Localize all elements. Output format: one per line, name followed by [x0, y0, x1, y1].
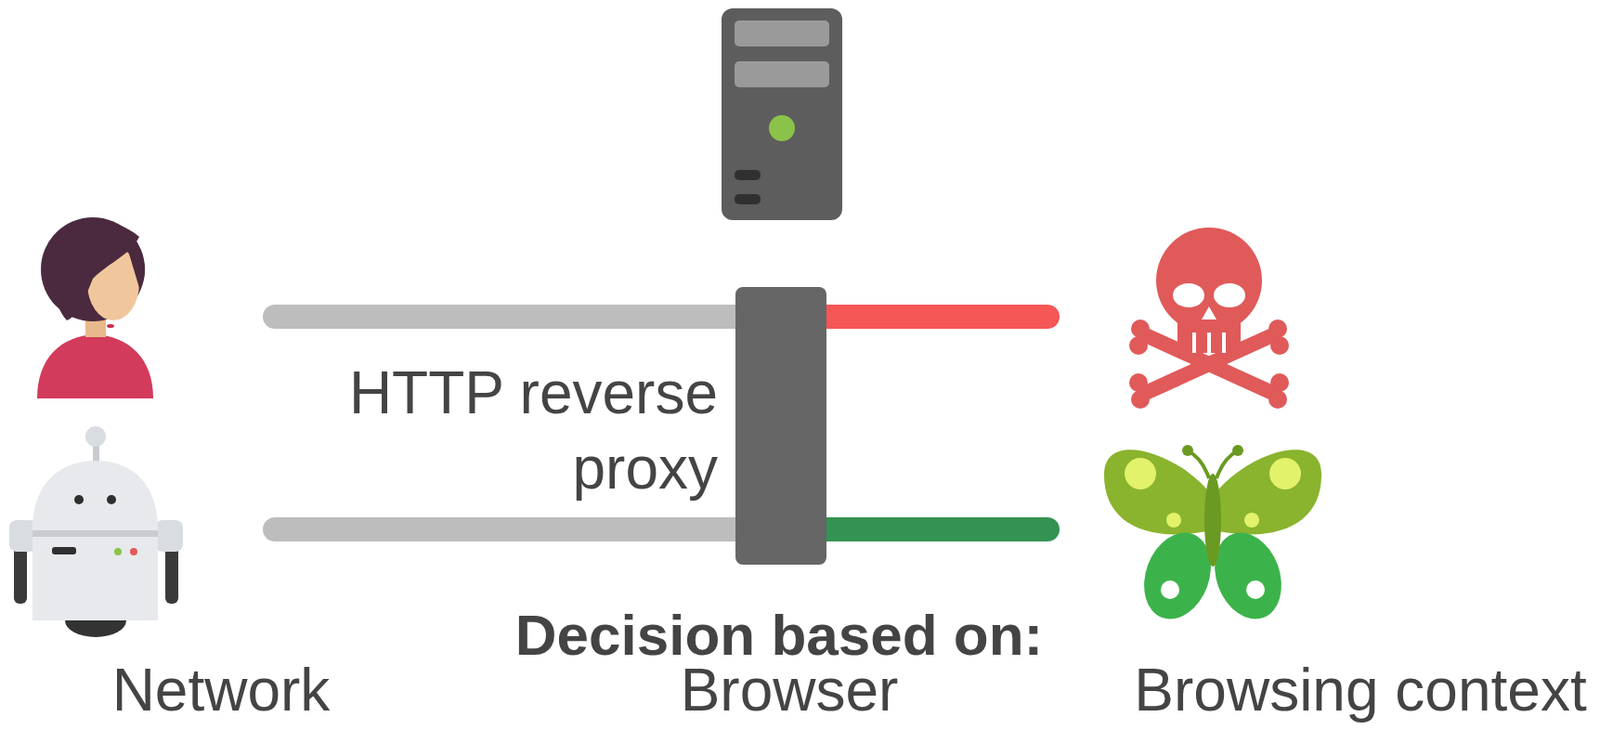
decision-heading: Decision based on: — [515, 606, 1043, 664]
benign-icon — [1104, 444, 1322, 629]
server-icon — [721, 8, 843, 221]
request-line — [274, 304, 745, 329]
request-line — [274, 517, 745, 542]
malicious-icon — [1129, 227, 1289, 409]
category-label: Network — [112, 660, 331, 720]
category-label: Browser — [680, 660, 899, 720]
blocked-line — [817, 304, 1048, 329]
allowed-line — [817, 517, 1048, 542]
proxy-box: HTTP reverse proxy — [735, 286, 827, 565]
bot-icon — [9, 426, 183, 638]
user-icon — [37, 217, 154, 399]
proxy-label: HTTP reverse proxy — [327, 355, 718, 507]
category-label: Browsing context — [1133, 660, 1587, 720]
